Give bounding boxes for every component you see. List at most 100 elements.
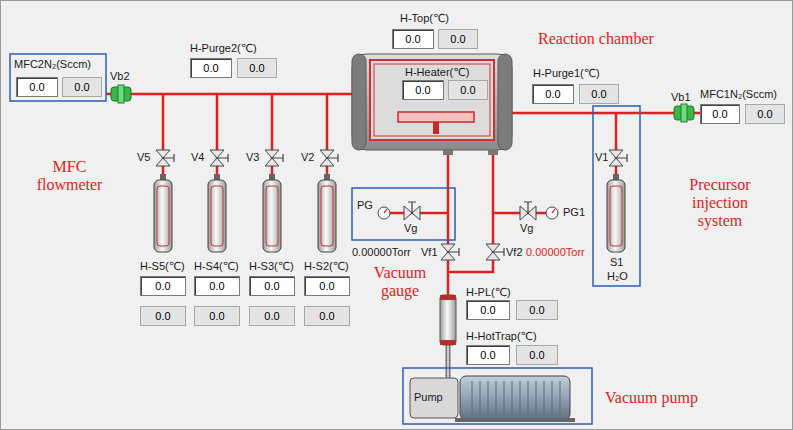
value-text: 0.0 [545,88,560,101]
reading-box: 0.0 [140,276,186,296]
sensor-label: H-Purge2(℃) [190,42,257,55]
chamber-body [352,54,512,150]
chamber-inner [370,60,494,140]
value-text: 0.0 [480,349,495,362]
foreline [447,345,449,378]
reading-box: 0.0 [190,58,232,78]
pump-label: Pump [414,391,443,404]
bottle-label: H₂O [607,270,628,283]
sensor-label: H-HotTrap(℃) [466,330,537,343]
value-text: 0.0 [155,280,170,293]
reading-box: 0.0 [304,276,350,296]
value-text: 0.0 [264,280,279,293]
reading-box: 0.0 [16,77,58,97]
bottle-band [321,186,333,246]
annotation-text: Vacuum pump [605,389,698,407]
vacuum-pump [410,376,575,422]
annotation-frame [10,54,106,101]
mfc-valve [111,85,131,103]
holder-stem [433,122,439,134]
valve-label: V5 [137,151,150,164]
value-text: 0.0 [29,81,44,94]
purge-line [106,93,352,96]
setpoint-box: 0.0 [249,306,295,326]
bottle-band [610,186,622,246]
pump-head [410,378,458,418]
annotation-frames [10,54,640,424]
value-text: 0.0 [264,310,279,323]
valve-label: V3 [246,151,259,164]
foreline [446,345,451,378]
valve-label: V4 [191,151,204,164]
value-text: 0.0 [319,280,334,293]
sensor-label: H-S4(℃) [194,260,239,273]
reading-box: 0.0 [466,345,510,365]
sensor-label: H-S3(℃) [249,260,294,273]
gauge-symbol [546,207,558,219]
chamber-end [498,54,512,150]
setpoint-box: 0.0 [237,58,277,78]
pressure-reading: 0.00000Torr [526,246,585,259]
bottle-neck [269,174,275,180]
bottle-symbol [263,180,281,252]
bottle-neck [324,174,330,180]
bottle-symbol [154,180,172,252]
purge-line [512,112,700,115]
port-flange [488,150,498,155]
valve-label: Vg [520,222,533,235]
bottle-symbol [607,180,625,252]
setpoint-box: 0.0 [194,306,240,326]
sensor-label: H-S2(℃) [304,260,349,273]
gauge-dial [378,207,390,219]
annotation-text: Vacuum gauge [365,264,435,300]
bottle-neck [613,174,619,180]
valve-label: Vb1 [671,91,691,104]
value-text: 0.0 [460,84,475,97]
motor-fins [472,381,560,415]
annotation-text: MFC flowmeter [32,158,107,194]
setpoint-box: 0.0 [304,306,350,326]
reading-box: 0.0 [194,276,240,296]
valve-symbol [210,150,228,166]
annotation-frame [593,106,640,286]
sensor-label: H-PL(℃) [466,286,511,299]
value-text: 0.0 [209,280,224,293]
value-text: 0.0 [405,33,420,46]
valve-label: V2 [301,151,314,164]
source-line [615,113,618,178]
setpoint-box: 0.0 [140,306,186,326]
port-flange [443,150,453,155]
value-text: 0.0 [529,349,544,362]
setpoint-box: 0.0 [516,345,558,365]
annotation-frame [403,368,592,424]
gauge-label: PG1 [563,206,585,219]
precursor-bottles [154,174,625,252]
bottle-band [211,186,223,246]
mfc-valve [674,104,694,122]
valve-symbol [486,244,504,260]
value-text: 0.0 [203,62,218,75]
value-text: 0.0 [74,81,89,94]
sensor-label: H-Heater(℃) [405,66,469,79]
gauge-needle [384,209,387,213]
sensor-label: H-Purge1(℃) [533,67,600,80]
valve-symbol [156,150,174,166]
reading-box: 0.0 [466,300,510,320]
valve-label: Vg [404,222,417,235]
valve-label: Vb2 [110,70,130,83]
reading-box: 0.0 [392,29,434,49]
gauge-dial [546,207,558,219]
valve-body [681,104,687,122]
valve-label: Vf2 [506,246,523,259]
pressure-reading: 0.00000Torr [352,246,411,259]
valve-symbol [265,150,283,166]
valve-symbol [320,150,338,166]
hot-trap [440,295,456,345]
annotation-text: Precursor injection system [680,176,760,230]
value-text: 0.0 [757,108,772,121]
setpoint-box: 0.0 [745,104,785,124]
sensor-label: H-Top(℃) [400,12,449,25]
value-text: 0.0 [155,310,170,323]
